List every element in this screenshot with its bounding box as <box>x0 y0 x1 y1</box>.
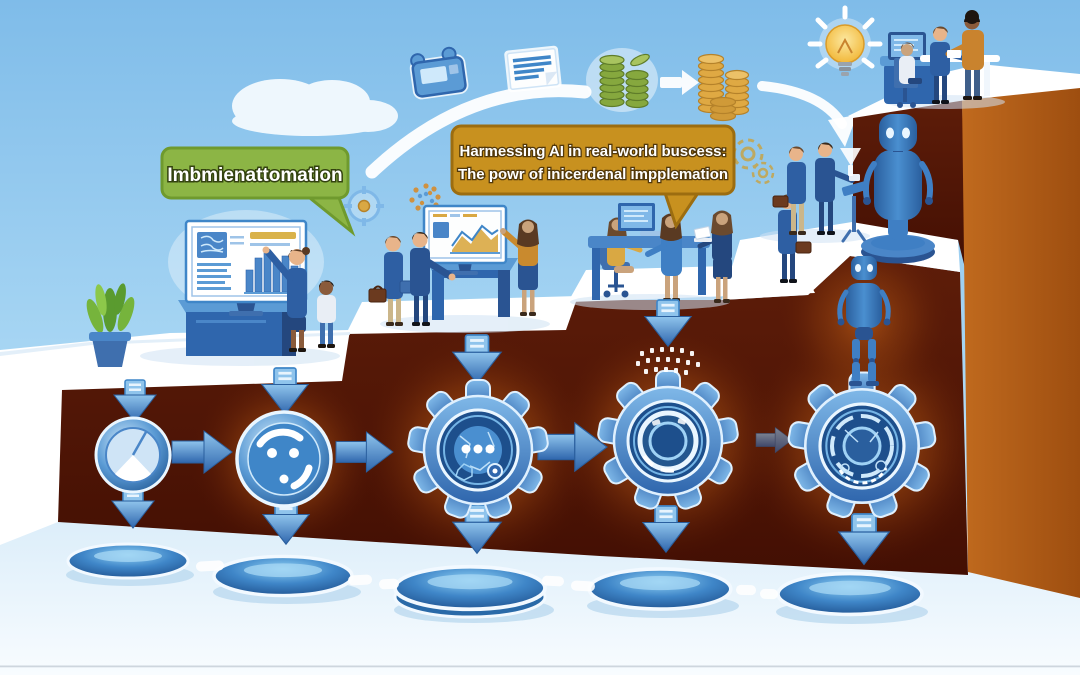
curved-arrow-icon <box>757 81 857 147</box>
swoosh-arrow-icon <box>365 84 592 179</box>
standing-woman-laptop <box>693 210 733 303</box>
disc-connector-dashes <box>196 560 778 600</box>
cloud-icon <box>232 79 398 136</box>
standing-robot-icon <box>837 256 891 386</box>
seated-worker <box>894 42 922 108</box>
businessman-khaki <box>772 146 806 235</box>
exchanged-item <box>947 50 961 58</box>
chart-area <box>452 228 498 252</box>
businessman-briefcase <box>368 235 417 326</box>
platform-disc-icon <box>393 564 547 619</box>
circuit-gear-icon <box>785 370 939 521</box>
businessman-handing <box>815 142 860 235</box>
person-orange-top <box>945 10 984 100</box>
orange-label-bubble: Harmessing AI in real-world buscess: The… <box>450 124 736 230</box>
platform-disc-icon <box>212 554 354 598</box>
linechart-monitor <box>422 204 508 275</box>
green-coins-icon <box>586 48 658 112</box>
gear-outline-icon <box>732 138 775 185</box>
scene3-office <box>588 203 733 303</box>
yellow-banner <box>250 232 296 239</box>
person-presenter <box>262 246 310 352</box>
pie-node-icon <box>94 416 172 494</box>
small-monitor <box>618 203 655 231</box>
lightbulb-icon <box>807 5 883 76</box>
scene5-top-office <box>880 10 1000 108</box>
platform-discs <box>66 542 928 624</box>
green-bubble-text: Imbmienattomation <box>167 165 342 186</box>
green-label-bubble: Imbmienattomation <box>160 146 356 237</box>
businesswoman-orange <box>500 219 539 316</box>
presentation-device-icon <box>409 46 469 100</box>
scene2-office <box>368 204 539 326</box>
funnel-icon <box>840 148 861 176</box>
platform-disc-icon <box>776 571 924 617</box>
gauge-node-icon <box>235 410 333 508</box>
gold-coins-icon <box>697 53 750 122</box>
businessman-reaching <box>410 231 456 326</box>
orange-bubble-subtitle: The powr of inicerdenal impplemation <box>458 166 728 183</box>
orange-bubble-title: Harmessing AI in real-world buscess: <box>459 143 726 160</box>
platform-disc-icon <box>587 567 733 611</box>
step1-top <box>0 330 350 545</box>
sparkles-icon <box>636 347 700 375</box>
document-icon <box>504 45 562 93</box>
potted-plant-icon <box>86 283 135 367</box>
person-observer <box>317 280 336 348</box>
dotted-sphere-icon <box>409 183 441 213</box>
staircase-side-face <box>962 86 1080 598</box>
ai-gear-icon <box>405 378 551 522</box>
target-icon <box>344 186 384 226</box>
scene1-office <box>168 210 336 356</box>
right-arrow-icon <box>660 70 699 95</box>
ground-edge-line <box>0 665 1080 668</box>
robot-icon <box>861 114 935 264</box>
podium <box>841 181 869 243</box>
scene4-step <box>772 114 935 283</box>
platform-disc-icon <box>66 542 190 580</box>
rings-gear-icon <box>595 369 741 513</box>
